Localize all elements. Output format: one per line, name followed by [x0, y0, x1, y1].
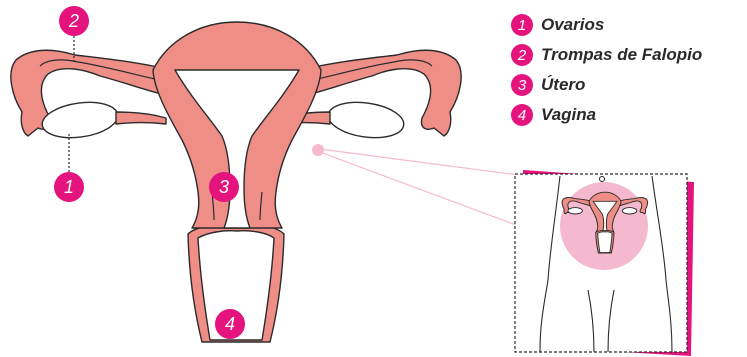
pointer-dot	[312, 144, 324, 156]
legend-label: Útero	[541, 75, 585, 95]
legend-item-tubes: 2 Trompas de Falopio	[511, 40, 747, 70]
legend-item-ovaries: 1 Ovarios	[511, 10, 747, 40]
legend: 1 Ovarios 2 Trompas de Falopio 3 Útero 4…	[511, 10, 747, 130]
legend-item-vagina: 4 Vagina	[511, 100, 747, 130]
callout-badge-vagina: 4	[215, 309, 245, 339]
callout-number-tubes: 2	[69, 11, 79, 32]
left-ovarian-ligament	[116, 112, 166, 124]
callout-number-ovaries: 1	[64, 177, 74, 198]
legend-label: Vagina	[541, 105, 596, 125]
callout-number-uterus: 3	[219, 177, 229, 198]
legend-badge: 4	[511, 104, 533, 126]
callout-badge-uterus: 3	[209, 172, 239, 202]
inset-illustration	[515, 170, 694, 356]
legend-label: Trompas de Falopio	[541, 45, 702, 65]
legend-item-uterus: 3 Útero	[511, 70, 747, 100]
callout-number-vagina: 4	[225, 314, 235, 335]
legend-label: Ovarios	[541, 15, 604, 35]
callout-badge-ovaries: 1	[54, 172, 84, 202]
left-ovary	[40, 98, 120, 142]
legend-badge: 2	[511, 44, 533, 66]
right-ovary	[326, 98, 406, 142]
callout-badge-tubes: 2	[59, 6, 89, 36]
legend-badge: 1	[511, 14, 533, 36]
legend-badge: 3	[511, 74, 533, 96]
